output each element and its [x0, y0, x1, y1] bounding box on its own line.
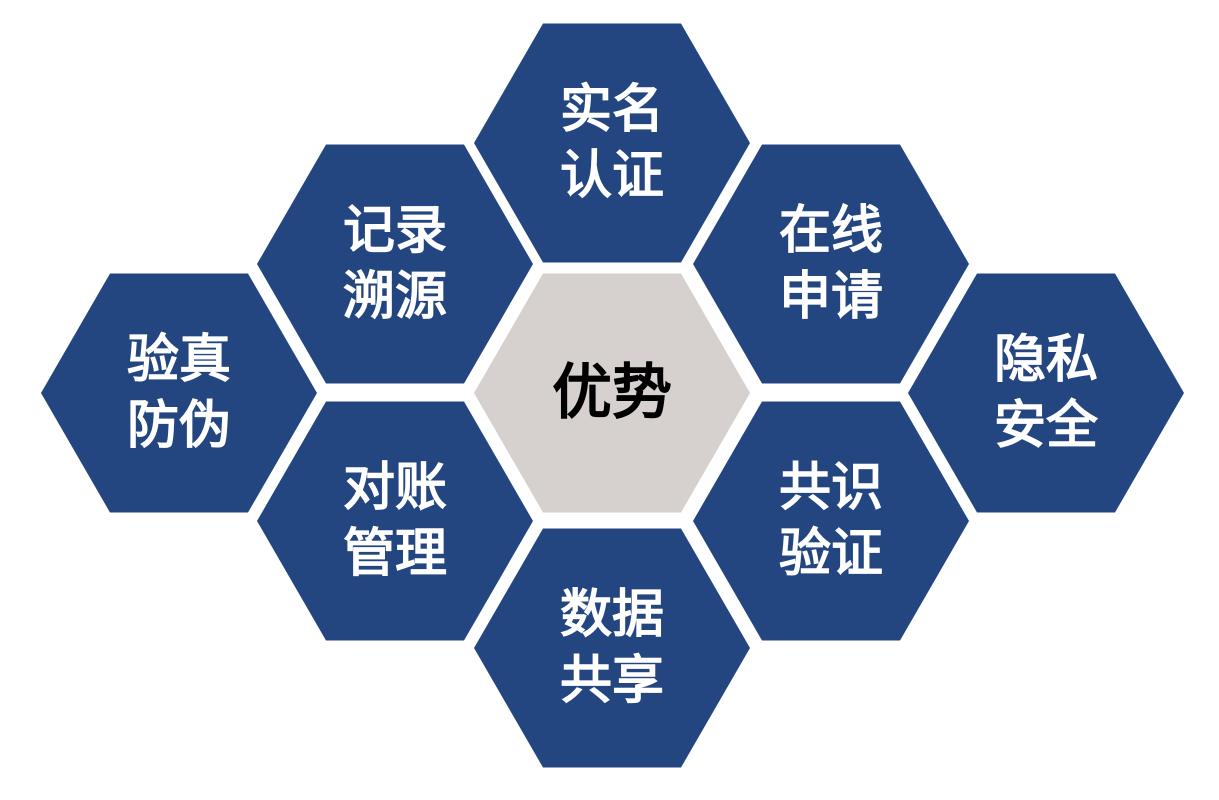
hexagon-shape-consensus-verify [693, 401, 969, 641]
hexagon-label-consensus-verify-line-2: 验证 [779, 524, 883, 584]
hexagon-label-online-apply-line-1: 在线 [779, 201, 883, 261]
hexagon-label-privacy-security-line-1: 隐私 [994, 330, 1098, 390]
hexagon-label-reconciliation-line-1: 对账 [343, 458, 447, 518]
hexagon-label-record-trace-line-1: 记录 [343, 201, 447, 261]
hexagon-shape-verify-anticounterfeit [41, 273, 317, 513]
hexagon-shape-real-name [474, 23, 750, 263]
hexagon-label-verify-anticounterfeit-line-2: 防伪 [127, 396, 231, 456]
hexagon-label-real-name-line-2: 认证 [560, 146, 664, 206]
hexagon-shape-data-share [474, 528, 750, 768]
hexagon-label-online-apply-line-2: 申请 [779, 267, 883, 327]
hexagon-label-verify-anticounterfeit-line-1: 验真 [127, 330, 231, 390]
hexagon-label-consensus-verify-line-1: 共识 [779, 458, 883, 518]
hexagon-label-data-share-line-1: 数据 [560, 585, 664, 645]
hexagon-shape-privacy-security [908, 273, 1184, 513]
hexagon-shape-record-trace [257, 144, 533, 384]
hexagon-shape-center [474, 273, 750, 513]
hexagon-label-record-trace-line-2: 溯源 [343, 267, 447, 327]
hexagon-label-real-name-line-1: 实名 [560, 80, 664, 140]
hexagon-label-reconciliation-line-2: 管理 [343, 524, 447, 584]
hexagon-label-privacy-security-line-2: 安全 [994, 396, 1099, 456]
hexagon-label-center-line-1: 优势 [552, 358, 672, 428]
hexagon-center: 优势 [474, 273, 750, 513]
hexagon-shape-online-apply [693, 144, 969, 384]
hexagon-shape-reconciliation [257, 401, 533, 641]
hexagon-label-data-share-line-2: 共享 [560, 651, 664, 711]
